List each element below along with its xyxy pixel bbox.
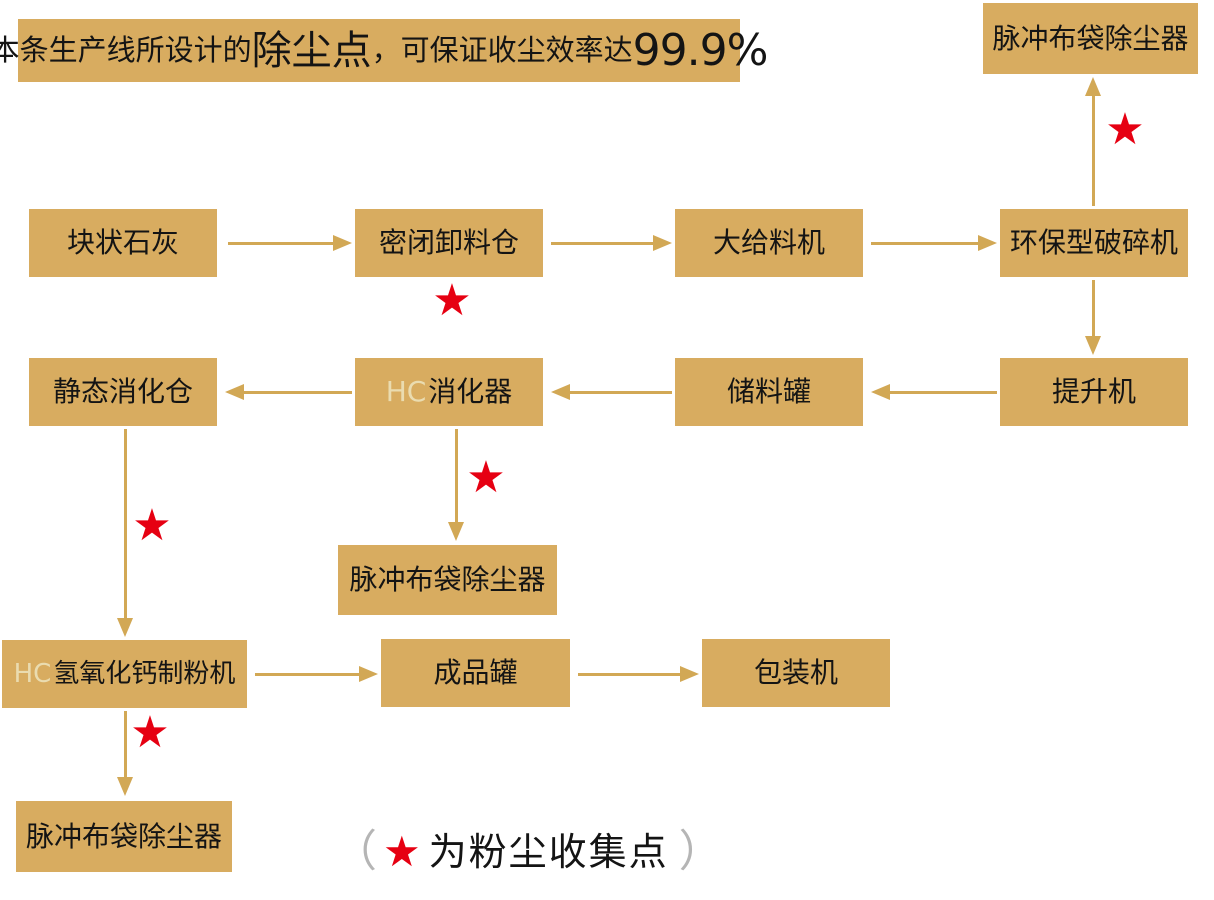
arrow-bin-to-feeder-head — [653, 235, 672, 251]
node-hc-digester-label: 消化器 — [428, 375, 513, 408]
node-product-tank: 成品罐 — [381, 639, 570, 707]
banner-text-highlight: 除尘点 — [251, 27, 372, 74]
legend: （ ★ 为粉尘收集点 ） — [333, 826, 723, 878]
node-eco-crusher: 环保型破碎机 — [1000, 209, 1188, 277]
node-elevator: 提升机 — [1000, 358, 1188, 426]
node-sealed-unloading-bin: 密闭卸料仓 — [355, 209, 543, 277]
arrow-mill-to-product-head — [359, 666, 378, 682]
arrow-feeder-to-crusher — [871, 235, 997, 251]
arrow-tank-to-digester-head — [551, 384, 570, 400]
legend-open-paren: （ — [333, 826, 377, 877]
node-product-tank-label: 成品罐 — [433, 656, 518, 689]
node-eco-crusher-label: 环保型破碎机 — [1009, 226, 1178, 259]
arrow-lime-to-bin-head — [333, 235, 352, 251]
arrow-mill-to-collector-head — [117, 777, 133, 796]
node-sealed-unloading-bin-label: 密闭卸料仓 — [378, 226, 519, 259]
arrow-product-to-packing — [578, 666, 699, 682]
arrow-static-to-mill-head — [117, 618, 133, 637]
legend-star-icon: ★ — [383, 827, 421, 876]
node-hc-digester-prefix: HC — [385, 375, 427, 408]
node-pulse-bag-collector-bottom: 脉冲布袋除尘器 — [16, 801, 232, 872]
arrow-digester-to-collector — [448, 429, 464, 541]
node-large-feeder: 大给料机 — [675, 209, 863, 277]
node-elevator-label: 提升机 — [1051, 375, 1136, 408]
dust-star-digester: ★ — [466, 452, 506, 503]
node-storage-tank: 储料罐 — [675, 358, 863, 426]
node-lump-lime-label: 块状石灰 — [66, 226, 179, 259]
node-packing-machine-label: 包装机 — [753, 656, 838, 689]
banner-text-value: 99.9% — [632, 24, 769, 76]
node-pulse-bag-collector-bottom-label: 脉冲布袋除尘器 — [25, 819, 222, 853]
dust-star-static-bin: ★ — [132, 500, 172, 551]
arrow-static-to-mill — [117, 429, 133, 637]
node-pulse-bag-collector-mid: 脉冲布袋除尘器 — [338, 545, 557, 615]
node-pulse-bag-collector-mid-label: 脉冲布袋除尘器 — [349, 563, 546, 596]
node-pulse-bag-collector-top-label: 脉冲布袋除尘器 — [992, 21, 1189, 55]
node-hc-calcium-hydroxide-mill-prefix: HC — [13, 659, 52, 689]
arrow-crusher-to-collector-head — [1085, 77, 1101, 96]
arrow-product-to-packing-head — [680, 666, 699, 682]
node-pulse-bag-collector-top: 脉冲布袋除尘器 — [983, 3, 1198, 74]
node-hc-calcium-hydroxide-mill-label: 氢氧化钙制粉机 — [53, 659, 236, 689]
node-storage-tank-label: 储料罐 — [726, 375, 811, 408]
banner-text-prefix: 本条生产线所设计的 — [0, 33, 252, 67]
arrow-elevator-to-tank — [871, 384, 997, 400]
arrow-crusher-to-elevator-head — [1085, 336, 1101, 355]
dust-star-mill: ★ — [130, 707, 170, 758]
node-packing-machine: 包装机 — [702, 639, 890, 707]
node-large-feeder-label: 大给料机 — [712, 226, 825, 259]
arrow-lime-to-bin — [228, 235, 352, 251]
arrow-bin-to-feeder — [551, 235, 672, 251]
arrow-crusher-to-elevator — [1085, 280, 1101, 355]
dust-star-crusher: ★ — [1105, 104, 1145, 155]
arrow-digester-to-static — [225, 384, 352, 400]
arrow-digester-to-static-head — [225, 384, 244, 400]
legend-text: 为粉尘收集点 — [428, 830, 669, 874]
banner-text-middle: ，可保证收尘效率达 — [371, 33, 633, 67]
node-static-digestion-bin: 静态消化仓 — [29, 358, 217, 426]
arrow-feeder-to-crusher-head — [978, 235, 997, 251]
dust-star-unloading-bin: ★ — [432, 275, 472, 326]
arrow-tank-to-digester — [551, 384, 672, 400]
arrow-crusher-to-collector — [1085, 77, 1101, 206]
arrow-digester-to-collector-head — [448, 522, 464, 541]
node-static-digestion-bin-label: 静态消化仓 — [52, 375, 193, 408]
arrow-mill-to-product — [255, 666, 378, 682]
node-lump-lime: 块状石灰 — [29, 209, 217, 277]
arrow-elevator-to-tank-head — [871, 384, 890, 400]
legend-close-paren: ） — [678, 826, 723, 877]
arrow-mill-to-collector — [117, 711, 133, 796]
